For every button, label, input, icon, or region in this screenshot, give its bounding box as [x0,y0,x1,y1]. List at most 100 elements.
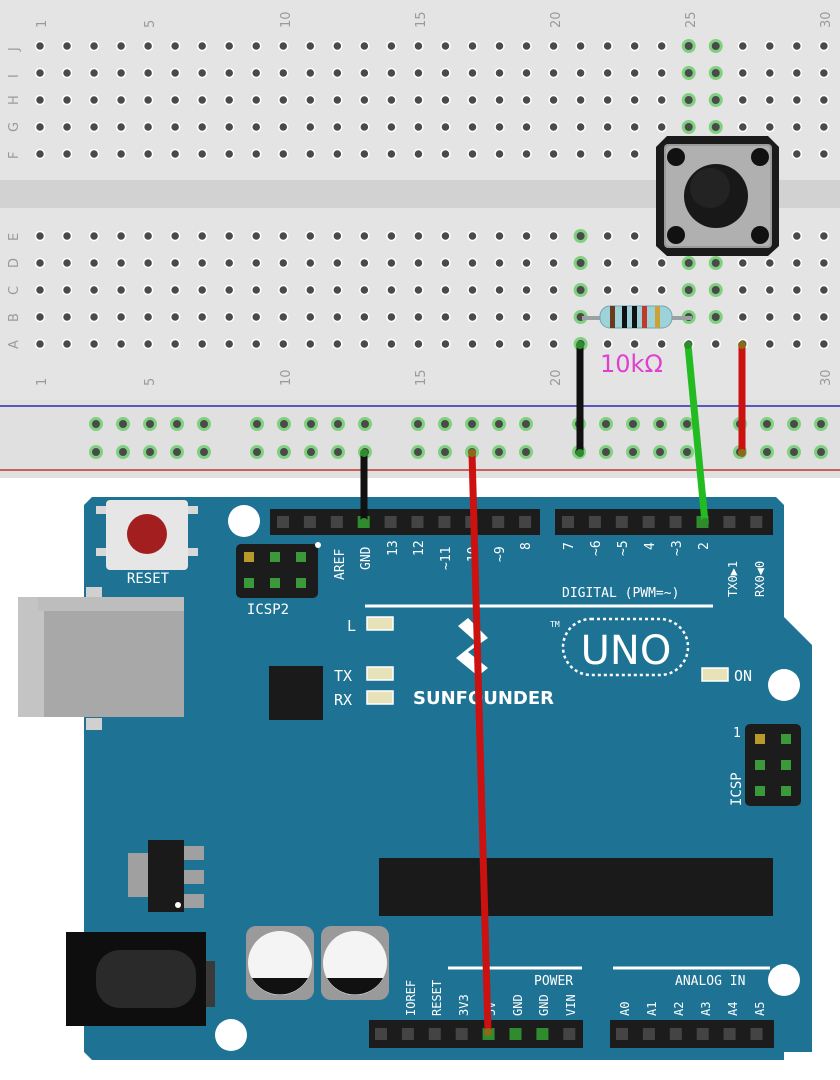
breadboard-hole [521,257,532,269]
breadboard-hole [169,40,181,52]
breadboard-hole [332,40,343,52]
pin-label: 7 [562,542,577,550]
header-pin [669,516,682,528]
header-pin [588,516,601,528]
breadboard-hole [61,148,73,160]
breadboard-hole [764,40,776,52]
breadboard-hole [305,284,316,296]
breadboard-hole [656,338,667,350]
breadboard-hole [764,94,776,106]
breadboard-hole [142,230,154,242]
breadboard-hole [521,121,532,133]
header-pin [642,516,655,528]
header-pin [696,1028,709,1040]
breadboard-hole [305,311,316,323]
breadboard-hole [196,148,208,160]
breadboard-hole [223,121,235,133]
breadboard-hole [602,40,613,52]
breadboard-hole [88,311,100,323]
breadboard-hole [521,284,532,296]
breadboard-hole [223,40,235,52]
capacitor [246,926,314,1000]
breadboard-hole [814,445,828,459]
breadboard-hole [791,121,803,133]
header-pin [519,516,532,528]
breadboard-hole [602,94,613,106]
breadboard-hole [787,445,801,459]
breadboard-hole [413,284,424,296]
breadboard-hole [764,67,776,79]
breadboard-hole [440,230,451,242]
breadboard-hole [332,284,343,296]
header-pins [375,1028,763,1040]
breadboard-hole [196,257,208,269]
breadboard-hole [548,230,559,242]
breadboard-hole [61,40,73,52]
breadboard-hole [250,94,262,106]
breadboard-hole [818,338,830,350]
breadboard-hole [440,121,451,133]
push-button[interactable] [656,136,779,256]
mounting-hole [768,964,800,996]
breadboard-hole [142,284,154,296]
breadboard-hole [331,417,345,431]
breadboard-hole [681,39,696,53]
header-pin [750,1028,763,1040]
breadboard-hole [602,67,613,79]
breadboard-hole [440,67,451,79]
breadboard-hole [359,338,370,350]
power-label: POWER [534,974,573,989]
breadboard-hole [278,121,289,133]
breadboard-hole [278,67,289,79]
breadboard-hole [791,40,803,52]
reset-button[interactable] [96,500,198,570]
wires [360,341,746,1036]
breadboard-hole [250,417,264,431]
breadboard-hole [305,40,316,52]
breadboard-hole [411,445,425,459]
breadboard-hole [656,40,667,52]
breadboard-hole [34,311,46,323]
breadboard-hole [278,148,289,160]
breadboard-hole [34,67,46,79]
breadboard-hole [88,257,100,269]
breadboard-hole [170,445,184,459]
breadboard-hole [467,148,478,160]
gnd-label: GND [359,546,374,570]
breadboard-hole [519,445,533,459]
breadboard-hole [88,67,100,79]
breadboard-hole [115,148,127,160]
breadboard-hole [169,311,181,323]
breadboard-hole [465,417,479,431]
breadboard-hole [223,338,235,350]
breadboard-hole [386,67,397,79]
header-pin [563,1028,576,1040]
breadboard-hole [196,284,208,296]
breadboard-hole [440,338,451,350]
breadboard-hole [440,311,451,323]
breadboard-hole [602,284,613,296]
breadboard-hole [332,311,343,323]
header-pin [536,1028,549,1040]
breadboard-hole [278,311,289,323]
breadboard-hole [278,94,289,106]
breadboard-hole [791,94,803,106]
breadboard-hole [438,417,452,431]
breadboard-hole [61,338,73,350]
analog-pin-label: A3 [699,1002,713,1016]
breadboard-hole [359,121,370,133]
breadboard-hole [494,257,505,269]
breadboard-hole [573,283,588,297]
breadboard-hole [818,311,830,323]
pin-label: ~6 [589,540,604,556]
reset-label: RESET [127,571,170,587]
breadboard-hole [278,338,289,350]
breadboard-hole [386,121,397,133]
breadboard-hole [764,311,776,323]
led-l [366,616,394,631]
breadboard-hole [818,67,830,79]
breadboard-hole [708,256,723,270]
icsp2-header [236,542,321,598]
breadboard-hole [142,67,154,79]
breadboard-hole [34,40,46,52]
